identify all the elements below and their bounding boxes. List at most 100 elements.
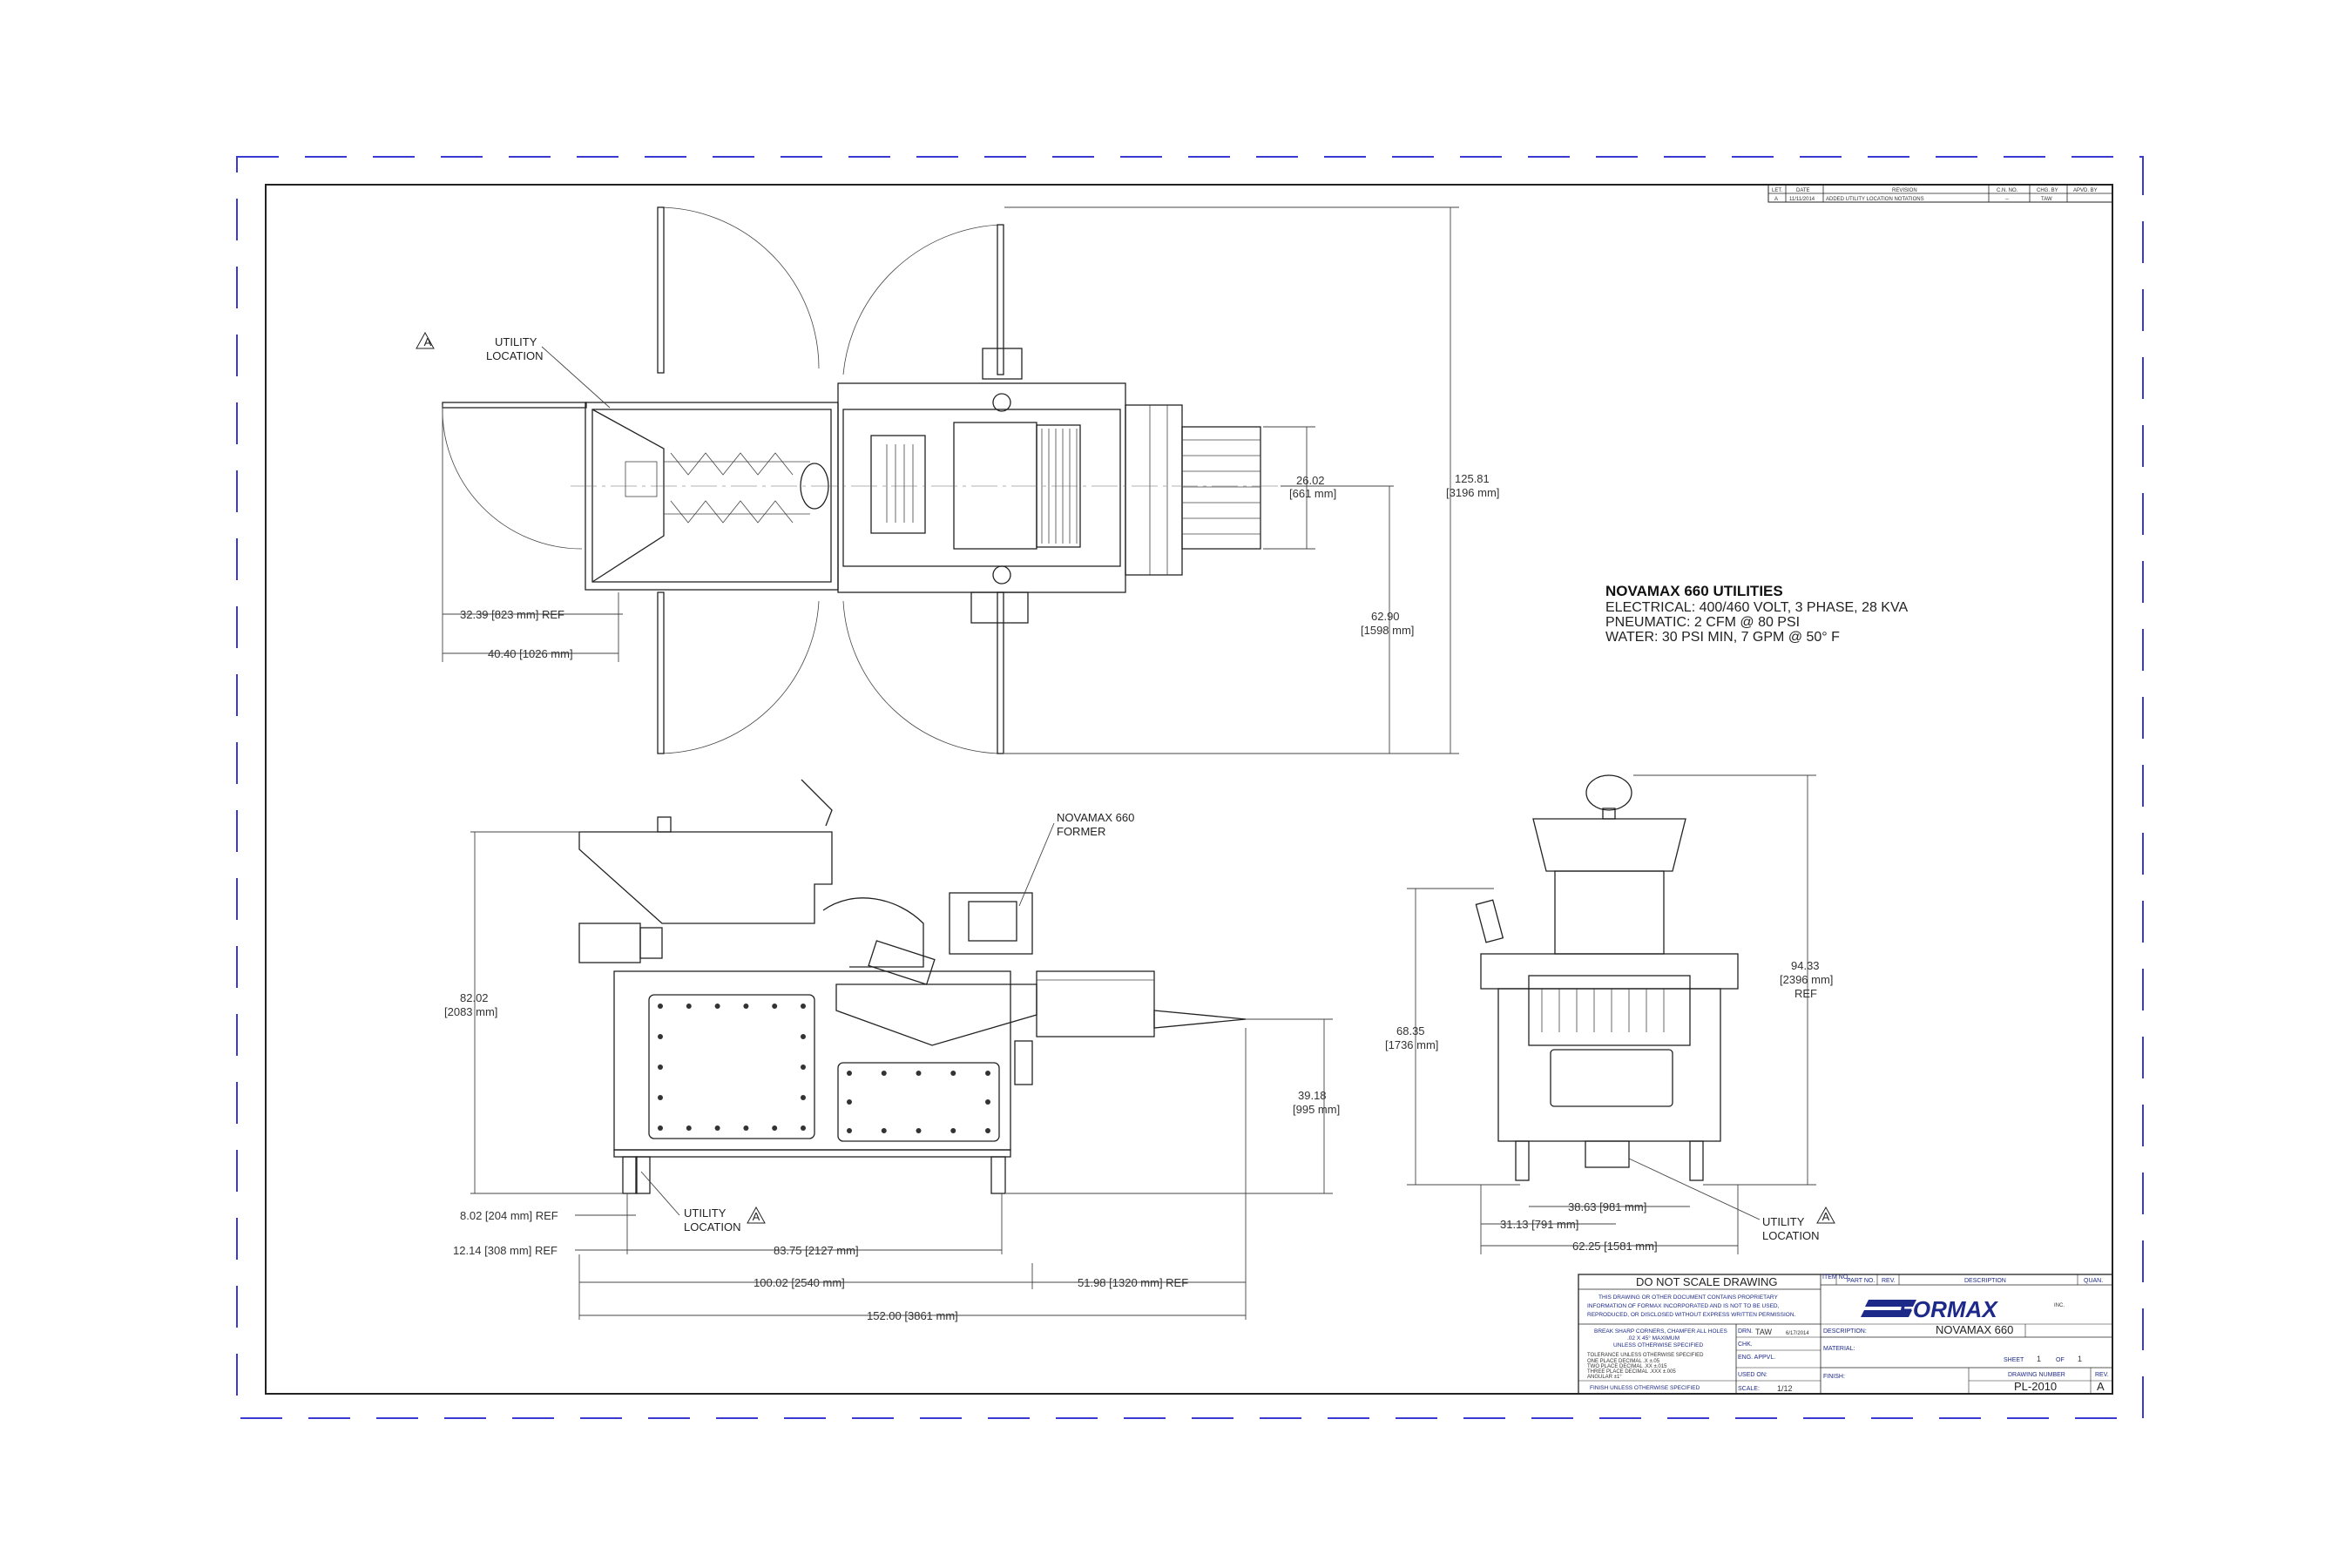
sheet-of-label: OF [2056,1357,2065,1363]
side-callout-lines [640,822,1055,1224]
utilities-note-water: WATER: 30 PSI MIN, 7 GPM @ 50° F [1605,630,1840,645]
dim-end-overall-width: 62.25 [1581 mm] [1572,1240,1658,1253]
title-block [1578,1274,2113,1395]
description-value: NOVAMAX 660 [1936,1323,2013,1336]
outer-dashed-border [236,156,2144,1419]
rev-marker-side: A [753,1210,760,1223]
scale-value: 1/12 [1777,1384,1793,1393]
utility-label-side-2: LOCATION [684,1220,741,1233]
dim-side-height: 82.02 [460,991,489,1004]
drn-date: 6/17/2014 [1786,1331,1809,1336]
utility-label-top-2: LOCATION [486,349,544,362]
rivet [658,1034,663,1039]
utility-label-end-2: LOCATION [1762,1229,1820,1242]
dim-side-conveyor-ref: 51.98 [1320 mm] REF [1078,1276,1188,1289]
dim-side-base-length: 83.75 [2127 mm] [774,1244,859,1257]
rev-header-apvd: APVD. BY [2073,188,2098,193]
top-view [442,206,1281,754]
revision-block: LET. DATE REVISION C.N. NO. CHG. BY APVD… [1767,184,2113,203]
inner-border [265,184,2113,1395]
rivet [743,1004,749,1009]
drn-label: DRN. [1738,1328,1753,1335]
rev-marker-top: A [424,335,432,348]
utility-label-top-1: UTILITY [495,335,537,348]
dim-end-overall-height-mm: [2396 mm] [1780,973,1833,986]
break-corners-line-1: BREAK SHARP CORNERS, CHAMFER ALL HOLES [1594,1328,1727,1335]
dim-end-screen-height: 68.35 [1396,1024,1425,1037]
top-view-dimensions [442,206,1459,754]
part-no-label: PART NO. [1847,1278,1875,1284]
side-view-rivets [658,1004,990,1133]
utility-label-side-1: UTILITY [684,1206,727,1220]
drawing-number-label: DRAWING NUMBER [2008,1372,2065,1378]
dim-side-height-mm: [2083 mm] [444,1005,497,1018]
proprietary-line-3: REPRODUCED, OR DISCLOSED WITHOUT EXPRESS… [1587,1312,1796,1318]
rivet [847,1071,852,1076]
rivet [801,1125,806,1131]
sheet-label: SHEET [2004,1357,2024,1363]
end-view [1475,774,1739,1181]
rev-marker-end: A [1822,1210,1830,1223]
dim-end-overall-height: 94.33 [1791,959,1820,972]
sheet-number: 1 [2037,1355,2041,1363]
dim-top-half-length: 62.90 [1371,610,1400,623]
dim-side-foot-ref-1: 8.02 [204 mm] REF [460,1209,558,1222]
rev-label-bottom: REV. [2095,1372,2109,1378]
break-corners-line-2: .02 X 45° MAXIMUM [1627,1335,1680,1342]
utilities-note-title: NOVAMAX 660 UTILITIES [1605,583,1783,599]
used-on-label: USED ON: [1738,1372,1767,1378]
rev-row-cn: -- [2005,197,2009,202]
break-corners-line-3: UNLESS OTHERWISE SPECIFIED [1613,1342,1703,1348]
utilities-note-pneumatic: PNEUMATIC: 2 CFM @ 80 PSI [1605,615,1800,630]
former-label-2: FORMER [1057,825,1105,838]
side-view [578,779,1247,1194]
dim-side-conveyor-height: 39.18 [1298,1089,1327,1102]
finish-note: FINISH UNLESS OTHERWISE SPECIFIED [1590,1385,1700,1391]
dim-top-conveyor-width-mm: [661 mm] [1289,487,1336,500]
drawing-number: PL-2010 [2014,1380,2057,1393]
rivet [985,1099,990,1105]
rivet [950,1128,956,1133]
formax-logo-text: FORMAX [1899,1296,1998,1322]
rivet [801,1004,806,1009]
formax-logo-suffix: INC. [2054,1303,2065,1308]
rev-header-date: DATE [1796,188,1810,193]
dim-top-half-length-mm: [1598 mm] [1361,624,1414,637]
rivet [847,1128,852,1133]
dim-top-offset-ref: 32.39 [823 mm] REF [460,608,564,621]
rev-col-label: REV. [1882,1278,1896,1284]
rivet [714,1004,720,1009]
rivet [801,1095,806,1100]
tolerance-line-3: TWO PLACE DECIMAL .XX ±.015 [1587,1364,1667,1369]
dim-end-overall-height-ref: REF [1794,987,1817,1000]
rivet [916,1128,922,1133]
drn-value: TAW [1755,1328,1772,1336]
do-not-scale-label: DO NOT SCALE DRAWING [1636,1275,1778,1288]
rivet [743,1125,749,1131]
rev-row-chg: TAW [2041,197,2052,202]
rev-header-revision: REVISION [1892,188,1917,193]
proprietary-line-2: INFORMATION OF FORMAX INCORPORATED AND I… [1587,1303,1780,1309]
dim-side-body-length: 100.02 [2540 mm] [754,1276,845,1289]
rivet [916,1071,922,1076]
rivet [686,1125,692,1131]
tolerance-line-2: ONE PLACE DECIMAL .X ±.05 [1587,1359,1660,1364]
dim-end-width-1: 38.63 [981 mm] [1568,1200,1646,1213]
rivet [658,1125,663,1131]
utility-label-end-1: UTILITY [1762,1215,1805,1228]
rivet [772,1004,778,1009]
tolerance-line-4: THREE PLACE DECIMAL .XXX ±.005 [1587,1369,1676,1375]
dim-end-width-2: 31.13 [791 mm] [1500,1218,1578,1231]
finish-label: FINISH: [1823,1374,1845,1380]
rivet [686,1004,692,1009]
end-view-dimensions [1407,774,1835,1254]
rivet [881,1128,887,1133]
rev-value: A [2097,1380,2105,1393]
utilities-note-electrical: ELECTRICAL: 400/460 VOLT, 3 PHASE, 28 KV… [1605,600,1908,615]
quan-label: QUAN. [2084,1278,2103,1284]
rivet [985,1128,990,1133]
rivet [658,1064,663,1070]
rivet [801,1064,806,1070]
rivet [801,1034,806,1039]
